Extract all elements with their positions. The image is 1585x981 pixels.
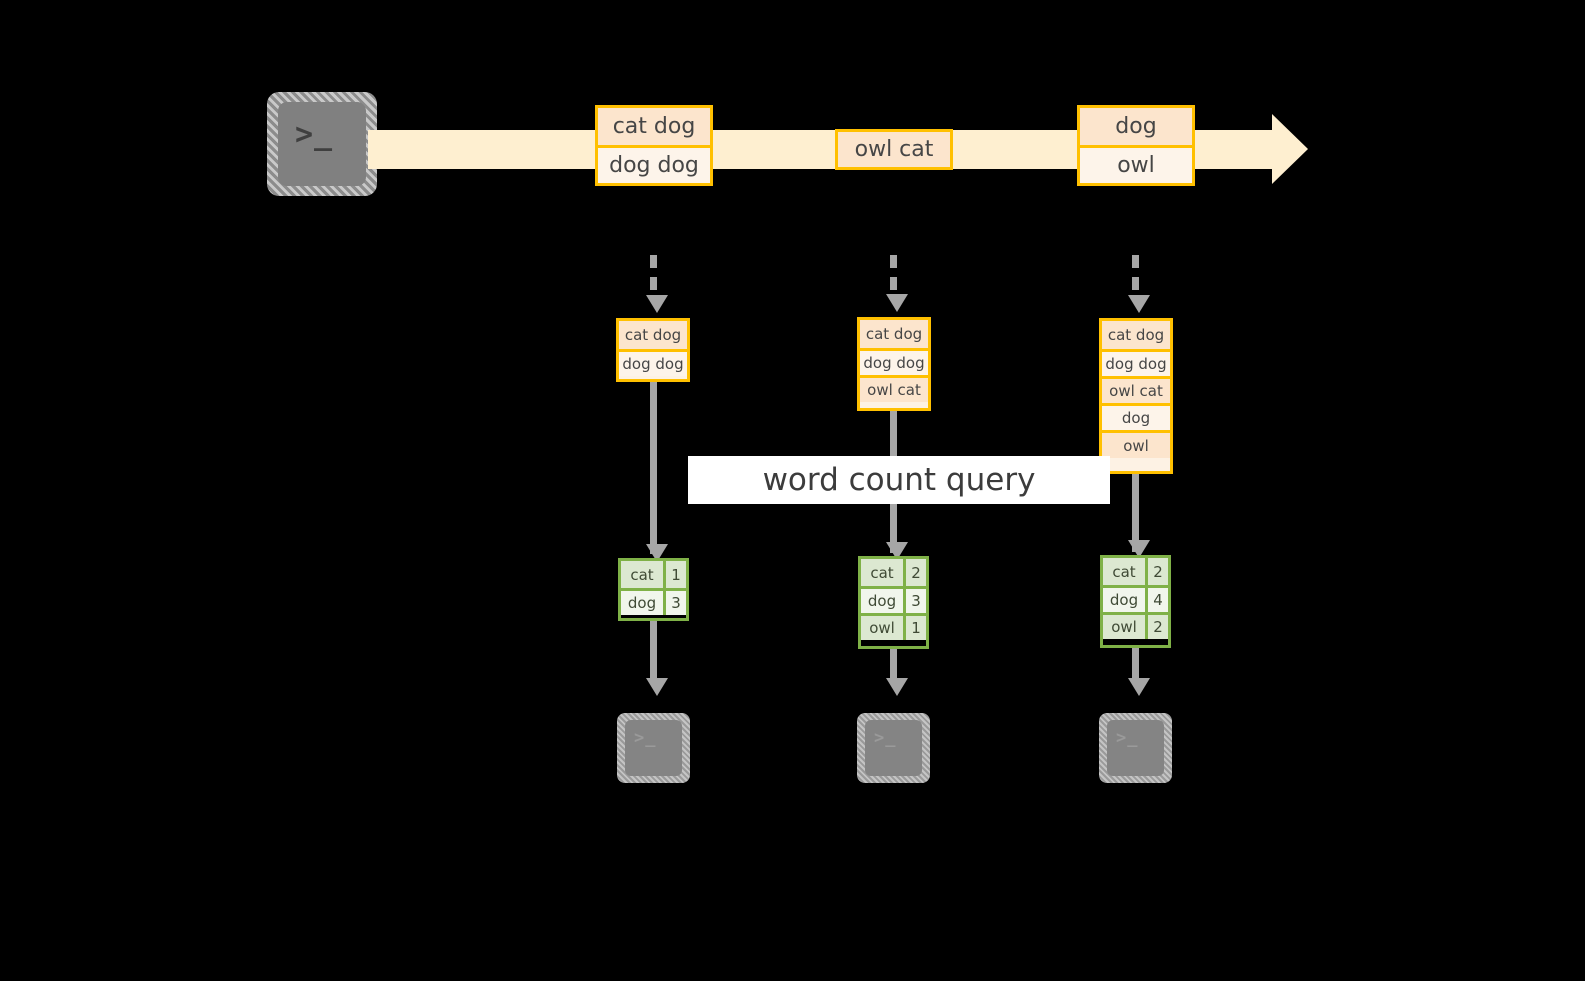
result-row: cat 2 [1103,558,1168,585]
result-to-sink-connector-1 [650,621,657,683]
snapshot-to-result-arrowhead-1 [646,544,668,562]
stream-to-snapshot-connector-3 [1132,255,1139,300]
stream-group-3: dog owl [1077,105,1195,186]
snapshot-to-result-connector-1 [650,382,657,554]
result-2: cat 2 dog 3 owl 1 [858,556,929,649]
terminal-screen [278,102,366,186]
source-terminal: >_ [267,92,377,196]
snapshot-record: dog dog [1102,349,1170,376]
terminal-screen [865,720,922,776]
terminal-prompt-icon: >_ [295,117,334,152]
result-to-sink-arrowhead-3 [1128,678,1150,696]
terminal-screen [625,720,682,776]
snapshot-2: cat dog dog dog owl cat [857,317,931,411]
result-row: dog 3 [621,588,686,615]
result-word-cell: owl [1103,615,1145,639]
snapshot-record: owl cat [860,375,928,402]
result-3: cat 2 dog 4 owl 2 [1100,555,1171,648]
result-count-cell: 4 [1145,588,1168,612]
snapshot-to-result-arrowhead-2 [886,542,908,560]
query-label-banner: word count query [688,456,1110,504]
result-word-cell: dog [1103,588,1145,612]
stream-record: dog dog [598,145,710,183]
snapshot-record: cat dog [619,321,687,349]
result-row: dog 4 [1103,585,1168,612]
result-count-cell: 1 [903,616,926,640]
snapshot-record: owl [1102,430,1170,458]
snapshot-3: cat dog dog dog owl cat dog owl [1099,318,1173,474]
stream-to-snapshot-arrowhead-3 [1128,295,1150,313]
terminal-prompt-icon: >_ [874,728,897,748]
result-word-cell: cat [861,559,903,586]
result-word-cell: dog [621,591,663,615]
snapshot-record: dog dog [860,348,928,375]
stream-to-snapshot-connector-1 [650,255,657,300]
result-count-cell: 2 [903,559,926,586]
snapshot-to-result-connector-3 [1132,474,1139,552]
snapshot-to-result-arrowhead-3 [1128,540,1150,558]
stream-record: owl cat [838,132,950,167]
result-to-sink-connector-2 [890,649,897,683]
result-row: owl 1 [861,613,926,640]
result-count-cell: 1 [663,561,686,588]
terminal-prompt-icon: >_ [1116,728,1139,748]
result-row: cat 1 [621,561,686,588]
stream-to-snapshot-arrowhead-1 [646,295,668,313]
result-word-cell: cat [621,561,663,588]
result-count-cell: 2 [1145,615,1168,639]
result-count-cell: 2 [1145,558,1168,585]
snapshot-record: cat dog [860,320,928,348]
sink-terminal-1: >_ [617,713,690,783]
terminal-prompt-icon: >_ [634,728,657,748]
result-count-cell: 3 [663,591,686,615]
result-to-sink-connector-3 [1132,648,1139,683]
sink-terminal-2: >_ [857,713,930,783]
snapshot-1: cat dog dog dog [616,318,690,382]
stream-to-snapshot-arrowhead-2 [886,294,908,312]
stream-arrow-head [1272,114,1308,184]
result-count-cell: 3 [903,589,926,613]
result-word-cell: cat [1103,558,1145,585]
snapshot-record: dog [1102,403,1170,430]
stream-group-2: owl cat [835,129,953,170]
query-label-text: word count query [762,462,1036,498]
result-to-sink-arrowhead-2 [886,678,908,696]
snapshot-record: dog dog [619,349,687,376]
result-row: owl 2 [1103,612,1168,639]
snapshot-record: owl cat [1102,376,1170,403]
result-row: cat 2 [861,559,926,586]
stream-to-snapshot-connector-2 [890,255,897,300]
result-to-sink-arrowhead-1 [646,678,668,696]
stream-record: dog [1080,108,1192,145]
result-1: cat 1 dog 3 [618,558,689,621]
result-word-cell: owl [861,616,903,640]
stream-record: owl [1080,145,1192,183]
result-word-cell: dog [861,589,903,613]
stream-group-1: cat dog dog dog [595,105,713,186]
result-row: dog 3 [861,586,926,613]
snapshot-record: cat dog [1102,321,1170,349]
stream-record: cat dog [598,108,710,145]
sink-terminal-3: >_ [1099,713,1172,783]
terminal-screen [1107,720,1164,776]
